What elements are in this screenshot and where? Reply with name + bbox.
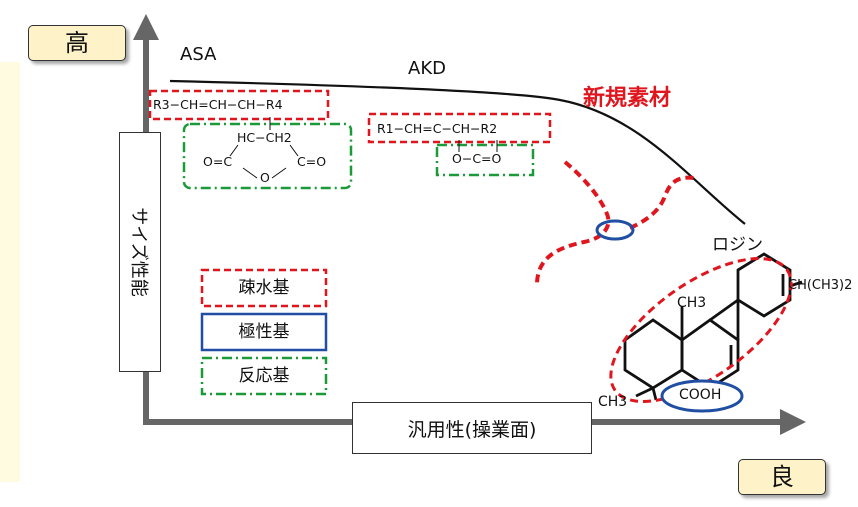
akd-label: AKD [408,58,446,79]
rosin-carboxyl: COOH [679,387,722,403]
legend-reactive-label: 反応基 [238,366,290,386]
y-axis-title: サイズ性能 [128,207,149,297]
new-material-polar-group [595,219,635,241]
akd-chain-formula: R1−CH=C−CH−R2 [377,121,498,136]
asa-label: ASA [180,44,217,65]
asa-ring-right: C=O [297,154,327,169]
asa-ring-top: HC−CH2 [237,130,292,145]
legend-polar-label: 極性基 [238,322,290,342]
rosin-hydrophobic-outline [609,257,793,403]
left-highlight-strip [0,62,20,482]
legend-reactive-frame [200,356,328,396]
asa-ring-oxygen: O [260,170,270,185]
rosin-polar-group [660,379,744,413]
good-tag: 良 [738,459,826,495]
new-material-chain-left [535,160,611,284]
x-axis-arrow [780,409,806,435]
asa-chain-formula: R3−CH=CH−CH−R4 [153,97,283,112]
x-axis-title-box: 汎用性(操業面) [352,402,592,454]
rosin-isopropyl: CH(CH3)2 [788,278,853,293]
x-axis-title: 汎用性(操業面) [407,418,537,441]
y-axis-arrow [133,14,159,40]
legend-hydrophobic-frame [200,268,328,308]
high-tag: 高 [28,25,126,61]
akd-reactive-box [435,143,535,177]
rosin-ch3-top: CH3 [677,295,707,311]
akd-ring-formula: O−C=O [452,151,502,166]
legend-polar-frame [200,312,328,352]
asa-ring-left: O=C [203,154,233,169]
performance-curve [169,79,746,225]
new-material-label: 新規素材 [583,86,672,111]
y-axis-title-box: サイズ性能 [119,132,161,372]
new-material-chain-right [629,175,695,230]
rosin-ch3-bottom: CH3 [598,394,628,410]
asa-hydrophobic-box [148,89,330,121]
legend-hydrophobic-label: 疎水基 [238,278,290,298]
rosin-skeleton [623,252,803,401]
rosin-label: ロジン [712,235,763,255]
asa-reactive-box [182,122,353,190]
